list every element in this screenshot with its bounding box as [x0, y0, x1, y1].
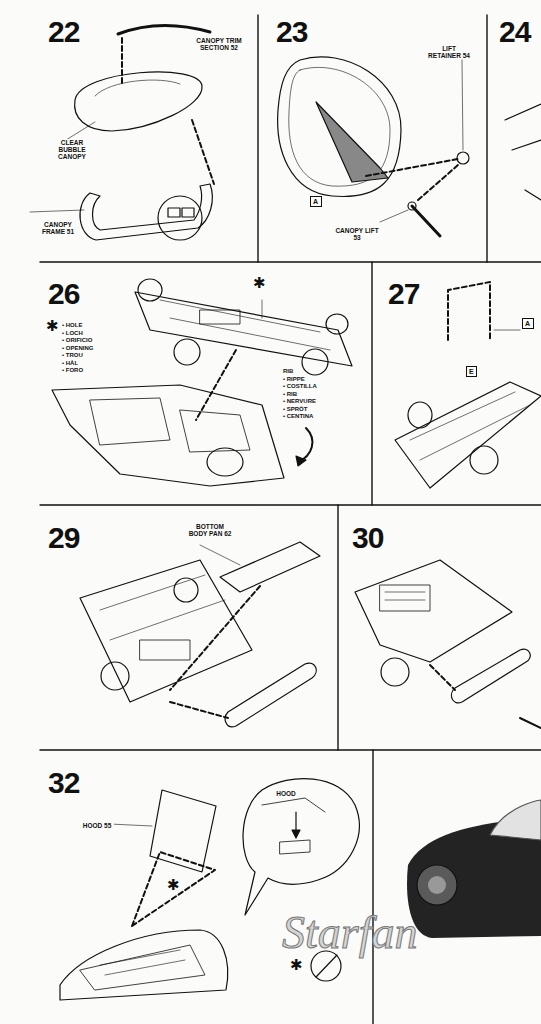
step-number: 22 [48, 17, 79, 47]
step-panel: 27A E [372, 262, 541, 505]
hood-step [60, 779, 359, 1000]
part-label: CANOPY LIFT 53 [334, 227, 380, 241]
legend-word: • HÅL [62, 360, 78, 366]
legend-word: • RIPPE [283, 376, 305, 382]
legend-word: • RIB [283, 391, 297, 397]
step-number: 29 [48, 523, 79, 553]
legend-word: RIB [283, 368, 293, 374]
hole-symbol: ✱ [290, 957, 303, 972]
step-panel: 23LIFT RETAINER 54 CANOPY LIFT 53 A [258, 15, 487, 262]
legend-word: • NERVURE [283, 398, 316, 404]
canopy-parts [30, 25, 214, 240]
part-label: BOTTOM BODY PAN 62 [186, 523, 234, 537]
reference-letter: E [467, 367, 476, 376]
reference-letter: A [523, 319, 533, 328]
step-number: 32 [48, 768, 79, 798]
legend-word: • ORIFICIO [62, 337, 92, 343]
reference-letter-box: A [310, 196, 322, 207]
partial-step [505, 104, 541, 200]
legend-word: • LOCH [62, 330, 83, 336]
chassis-step [395, 282, 541, 488]
step-panel: 26✱• HOLE• LOCH• ORIFICIO• OPENING• TROU… [40, 262, 372, 505]
legend-word: • CENTINA [283, 413, 313, 419]
reference-letter-box: E [466, 366, 477, 377]
part-label: CANOPY TRIM SECTION 52 [196, 37, 242, 51]
step-number: 27 [388, 279, 419, 309]
part-label: HOOD 55 [80, 822, 114, 829]
step-panel: 24 [487, 15, 541, 262]
step-panel: 30 [338, 505, 541, 750]
step-panel: 22CANOPY TRIM SECTION 52 CLEAR BUBBLE CAN… [40, 15, 258, 262]
hole-symbol: ✱ [167, 877, 180, 892]
body-step [355, 560, 541, 728]
legend-word: • FORO [62, 367, 83, 373]
hole-symbol: ✱ [46, 318, 59, 333]
part-label: LIFT RETAINER 54 [426, 45, 472, 59]
step-number: 23 [276, 17, 307, 47]
watermark: Starfan [282, 910, 417, 956]
legend-word: • SPRÖT [283, 406, 307, 412]
legend-word: • HOLE [62, 322, 82, 328]
step-number: 30 [352, 523, 383, 553]
part-label: CANOPY FRAME 51 [40, 221, 76, 235]
step-panel: 32HOOD 55 HOOD ✱ ✱ [40, 750, 373, 1024]
canopy-lift [278, 57, 469, 236]
legend-word: • TROU [62, 352, 83, 358]
panel-grid [40, 15, 541, 1024]
chassis-body [52, 279, 352, 486]
legend-word: • OPENING [62, 345, 93, 351]
hole-symbol: ✱ [253, 275, 266, 290]
part-label: CLEAR BUBBLE CANOPY [52, 139, 92, 160]
reference-letter-box: A [522, 318, 534, 329]
legend-word: • COSTILLA [283, 383, 317, 389]
finished-car-photo [407, 800, 541, 938]
reference-letter: A [311, 197, 321, 206]
pan-exhaust [80, 542, 320, 727]
step-number: 24 [499, 17, 530, 47]
step-panel: 29 BOTTOM BODY PAN 62 [40, 505, 338, 750]
step-number: 26 [48, 279, 79, 309]
part-label: HOOD [270, 790, 302, 797]
